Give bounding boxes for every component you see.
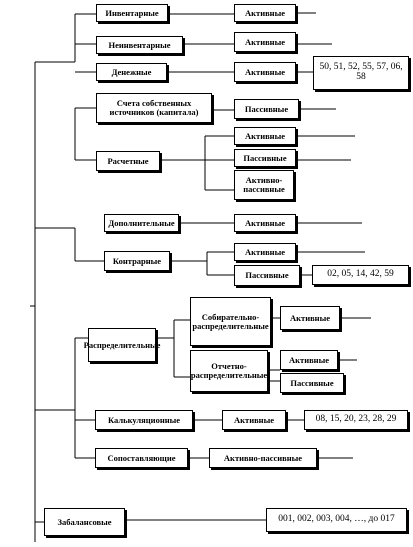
collect-distribute-node: Собирательно-распределительные xyxy=(190,297,271,346)
settlement-node: Расчетные xyxy=(96,151,160,171)
passive-type-node: Пассивные xyxy=(234,265,300,286)
inventory-node: Инвентарные xyxy=(96,4,168,22)
active-passive-type-node: Активно-пассивные xyxy=(234,170,294,200)
active-type-node: Активные xyxy=(234,214,296,232)
report-distribute-node: Отчетно-распределительные xyxy=(190,350,268,392)
distributive-node: Распределительные xyxy=(84,328,160,362)
monetary-codes-box: 50, 51, 52, 55, 57, 06, 58 xyxy=(313,56,409,90)
passive-type-node: Пассивные xyxy=(280,373,344,393)
passive-type-node: Пассивные xyxy=(234,99,299,119)
passive-type-node: Пассивные xyxy=(234,149,296,167)
calculating-codes-box: 08, 15, 20, 23, 28, 29 xyxy=(304,410,408,430)
supplementary-node: Дополнительные xyxy=(104,214,179,232)
active-type-node: Активные xyxy=(234,32,296,52)
active-type-node: Активные xyxy=(234,4,296,22)
calculating-node: Калькуляционные xyxy=(95,410,193,430)
active-type-node: Активные xyxy=(222,410,286,430)
active-type-node: Активные xyxy=(234,62,296,82)
active-type-node: Активные xyxy=(234,243,296,261)
non-inventory-node: Неинвентарные xyxy=(96,36,183,54)
active-type-node: Активные xyxy=(280,306,340,330)
monetary-node: Денежные xyxy=(96,63,167,81)
off-balance-codes-box: 001, 002, 003, 004, …, до 017 xyxy=(266,508,407,532)
comparative-node: Сопоставляющие xyxy=(95,448,188,468)
active-type-node: Активные xyxy=(234,127,296,145)
own-sources-node: Счета собственных источников (капитала) xyxy=(96,93,212,123)
active-passive-type-node: Активно-пассивные xyxy=(209,448,317,468)
off-balance-node: Забалансовые xyxy=(44,508,125,536)
contra-codes-box: 02, 05, 14, 42, 59 xyxy=(312,265,409,285)
contra-node: Контрарные xyxy=(104,251,170,271)
active-type-node: Активные xyxy=(280,350,338,370)
